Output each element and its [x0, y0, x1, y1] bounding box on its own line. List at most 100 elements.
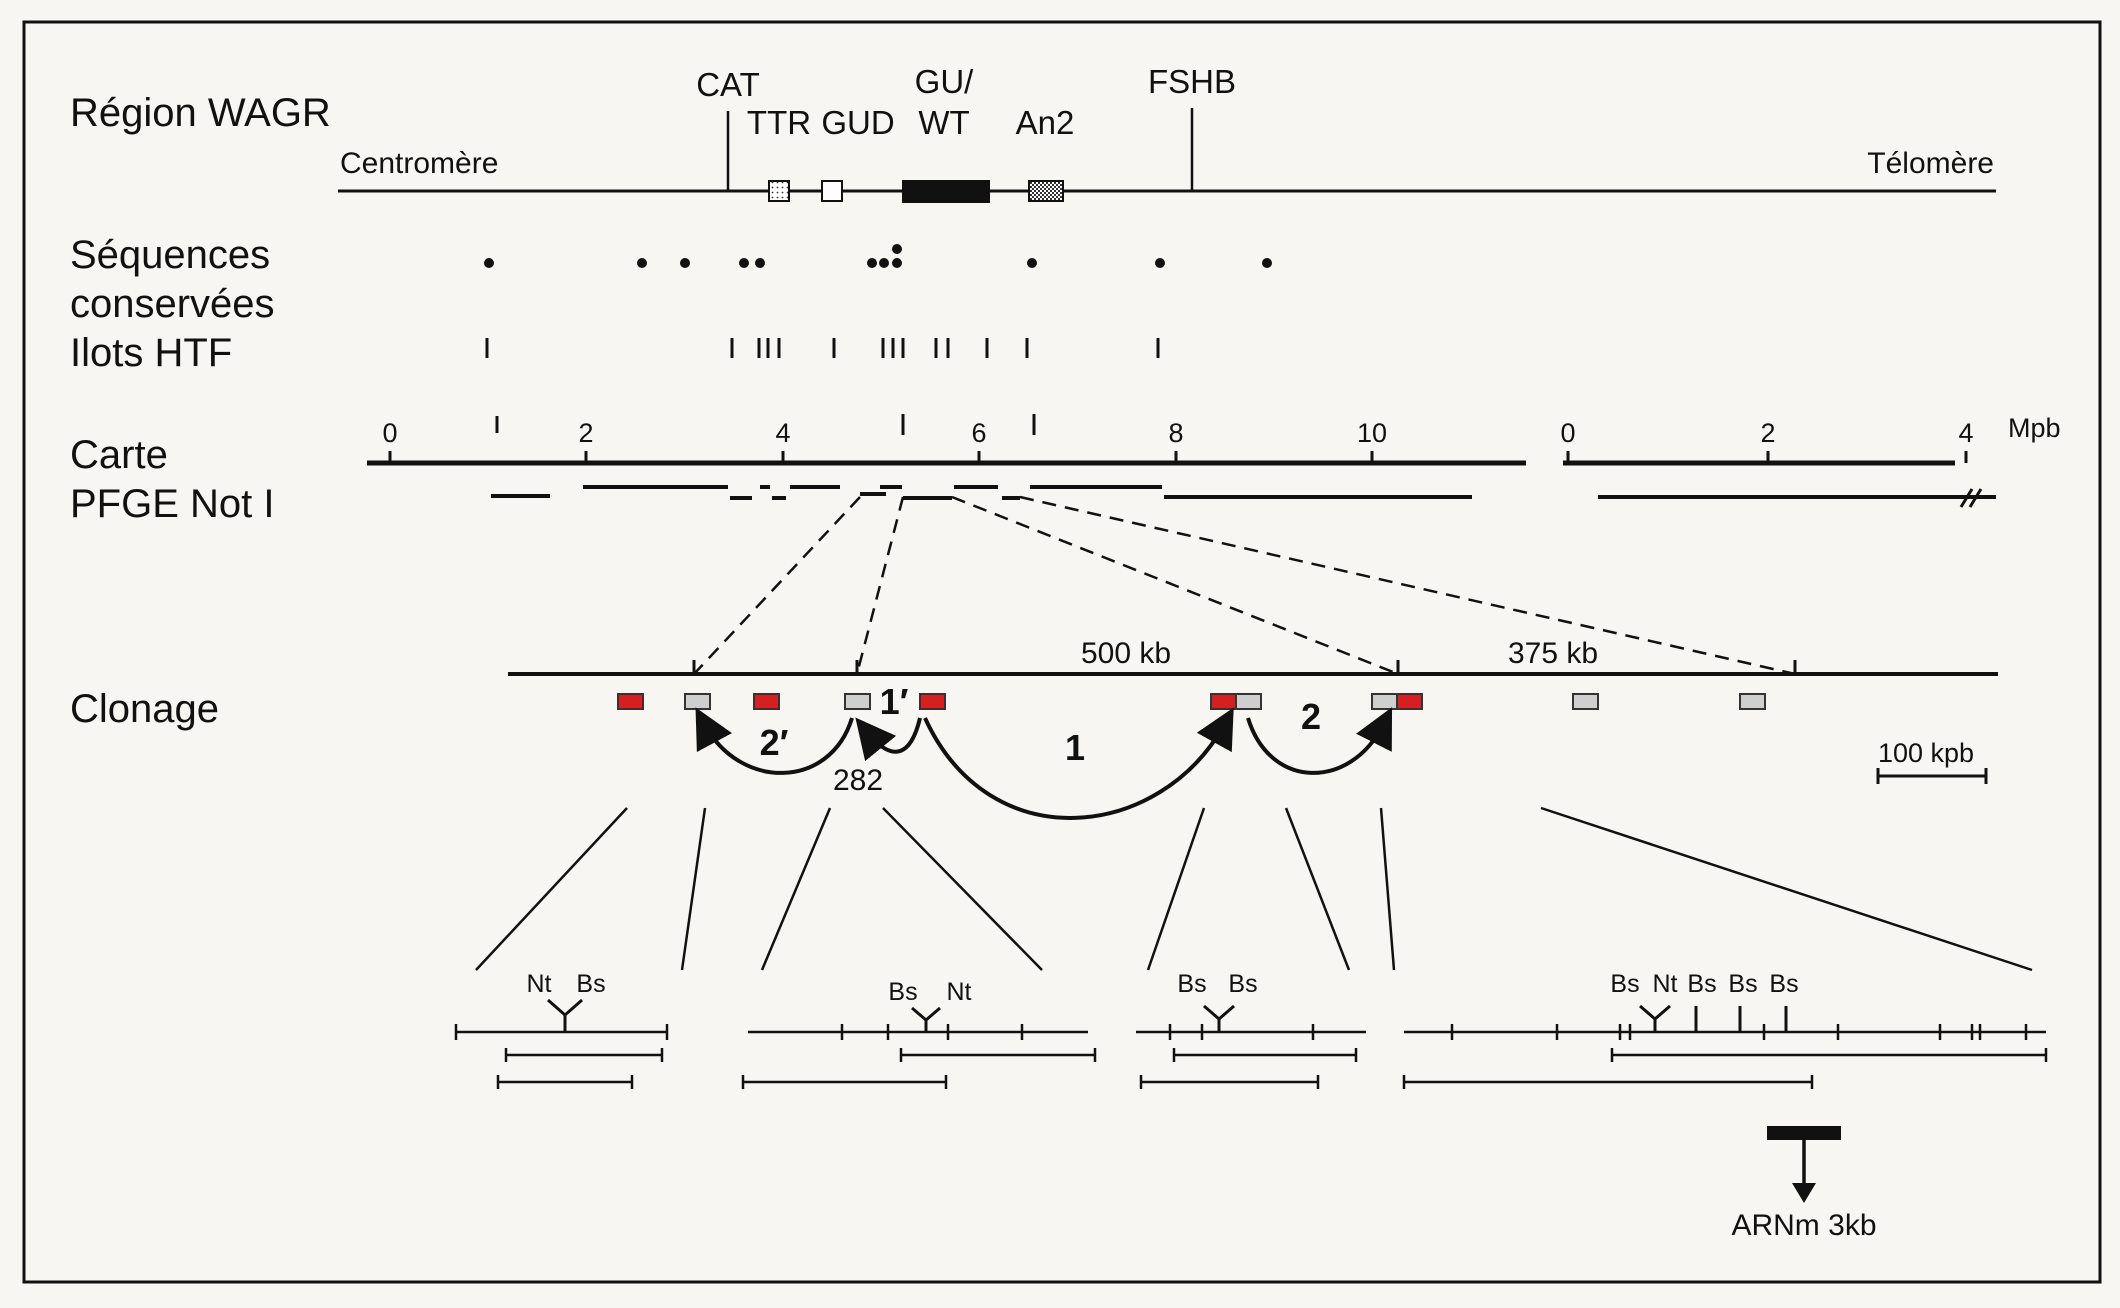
an2-box: [1028, 180, 1064, 202]
red-probe: [1210, 693, 1237, 710]
site-nt: Nt: [947, 978, 972, 1006]
walk-label-2: 2: [1301, 696, 1321, 737]
size-500kb: 500 kb: [1081, 637, 1171, 670]
site-nt: Nt: [1653, 970, 1678, 998]
red-probe: [1396, 693, 1423, 710]
conserved-dot: [680, 258, 690, 268]
expansion-line: [1540, 806, 2033, 972]
walk-arc-2prime: [695, 707, 854, 775]
conserved-label-2: conservées: [70, 282, 275, 326]
site-bs: Bs: [1687, 970, 1716, 998]
site-fork: [547, 998, 583, 1032]
grey-probe: [844, 693, 871, 710]
expansion-line: [1146, 807, 1206, 971]
expansion-line: [475, 807, 628, 971]
expansion-line: [1379, 807, 1396, 971]
gene-cat: CAT: [696, 66, 760, 103]
conserved-dot: [755, 258, 765, 268]
probes: [617, 693, 1766, 710]
mrna-label: ARNm 3kb: [1731, 1209, 1876, 1242]
axis-break-mark: [1959, 488, 1983, 508]
site-nt: Nt: [527, 970, 552, 998]
site-bs: Bs: [1728, 970, 1757, 998]
grey-probe: [1572, 693, 1599, 710]
axis-break-stroke: [1959, 488, 1974, 508]
conserved-dot: [1262, 258, 1272, 268]
gene-fshb: FSHB: [1148, 63, 1236, 100]
walk-arc-282: [855, 717, 922, 762]
walk-arc-2: [1246, 707, 1393, 775]
site-bs: Bs: [1228, 970, 1257, 998]
walk-label-2prime: 2′: [760, 722, 789, 763]
gene-ttr: TTR: [747, 104, 811, 141]
gene-guwt-1: GU/: [915, 63, 975, 100]
tick-label-4: 4: [775, 418, 790, 448]
tick2-label-2: 2: [1760, 418, 1775, 448]
conserved-label-1: Séquences: [70, 233, 270, 277]
red-probe: [617, 693, 644, 710]
tick-label-8: 8: [1168, 418, 1183, 448]
conserved-dot: [892, 244, 902, 254]
conserved-dot: [892, 258, 902, 268]
region-label: Région WAGR: [70, 91, 331, 135]
grey-probe: [1371, 693, 1398, 710]
gud-box: [821, 180, 843, 202]
conserved-dot: [1155, 258, 1165, 268]
expansion-line: [680, 807, 707, 971]
grey-probe: [684, 693, 711, 710]
site-bs: Bs: [1177, 970, 1206, 998]
walk-label-1: 1: [1065, 727, 1085, 768]
gene-guwt-2: WT: [918, 104, 969, 141]
site-fork: [1203, 1004, 1235, 1032]
conserved-dot: [1027, 258, 1037, 268]
tick-label-0: 0: [382, 418, 397, 448]
site-markers: [547, 998, 1788, 1032]
expansion-line: [882, 807, 1043, 971]
pfge-label-1: Carte: [70, 433, 168, 477]
site-fork: [911, 1006, 941, 1032]
gene-an2: An2: [1016, 104, 1075, 141]
tick-label-2: 2: [578, 418, 593, 448]
walk-label-1prime: 1′: [880, 681, 909, 722]
tick-label-6: 6: [971, 418, 986, 448]
expansion-lines: [475, 806, 2033, 972]
pfge-fragments: [491, 485, 1996, 500]
conserved-dot: [867, 258, 877, 268]
mrna-probe-bar: [1767, 1126, 1841, 1140]
expansion-line: [1284, 807, 1351, 971]
clone-boundaries: [692, 660, 1797, 674]
cloning-label: Clonage: [70, 687, 219, 731]
grey-probe: [1739, 693, 1766, 710]
projection-line: [1019, 495, 1796, 676]
conserved-dots: [484, 244, 1272, 268]
grey-probe: [1235, 693, 1262, 710]
tick-label-10: 10: [1357, 418, 1387, 448]
htf-islands: [485, 338, 1160, 435]
ttr-box: [768, 180, 790, 202]
axis-break-stroke: [1968, 488, 1983, 508]
scale-unit: Mpb: [2008, 413, 2061, 443]
conserved-dot: [637, 258, 647, 268]
projection-line: [951, 495, 1399, 676]
red-probe: [919, 693, 946, 710]
gene-gud: GUD: [821, 104, 894, 141]
tick2-label-4: 4: [1958, 418, 1973, 448]
conserved-dot: [484, 258, 494, 268]
red-probe: [753, 693, 780, 710]
guwt-box: [902, 180, 990, 203]
walk-arc-1: [923, 707, 1234, 820]
centromere-label: Centromère: [340, 147, 498, 180]
scale-bar-label: 100 kpb: [1878, 738, 1974, 768]
projection-line: [693, 496, 861, 675]
site-bs: Bs: [888, 978, 917, 1006]
projection-lines: [693, 495, 1796, 676]
telomere-label: Télomère: [1867, 147, 1994, 180]
pfge-label-2: PFGE Not I: [70, 482, 275, 526]
size-375kb: 375 kb: [1508, 637, 1598, 670]
expansion-line: [760, 807, 832, 971]
tick2-label-0: 0: [1560, 418, 1575, 448]
conserved-dot: [739, 258, 749, 268]
walk-label-282: 282: [833, 764, 883, 797]
